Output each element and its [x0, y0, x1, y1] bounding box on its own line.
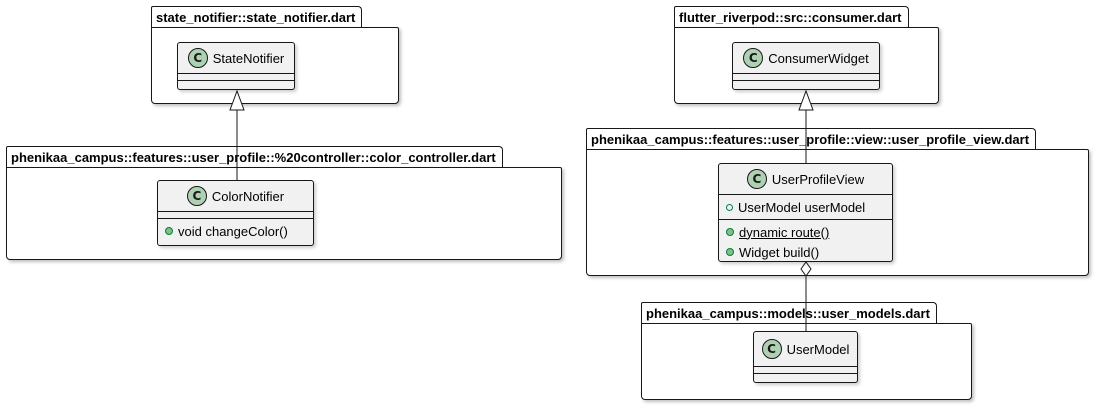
- package-label: state_notifier::state_notifier.dart: [151, 6, 363, 28]
- method-build: Widget build(): [719, 242, 892, 262]
- public-method-icon: [726, 248, 734, 256]
- class-name: StateNotifier: [212, 50, 285, 66]
- class-icon: C: [746, 169, 767, 189]
- package-label: phenikaa_campus::features::user_profile:…: [586, 128, 1037, 150]
- class-state-notifier[interactable]: C StateNotifier: [177, 42, 295, 90]
- class-name: UserModel: [786, 341, 850, 357]
- class-color-notifier[interactable]: C ColorNotifier void changeColor(): [157, 180, 314, 246]
- package-label: flutter_riverpod::src::consumer.dart: [674, 6, 909, 28]
- method-change-color: void changeColor(): [158, 221, 313, 241]
- class-name: ColorNotifier: [211, 188, 285, 204]
- class-user-profile-view[interactable]: C UserProfileView UserModel userModel dy…: [718, 163, 893, 262]
- class-icon: C: [186, 186, 207, 206]
- class-consumer-widget[interactable]: C ConsumerWidget: [732, 42, 880, 90]
- public-method-icon: [726, 228, 734, 236]
- public-method-icon: [165, 227, 173, 235]
- method-route: dynamic route(): [719, 222, 892, 242]
- class-name: ConsumerWidget: [768, 50, 869, 66]
- field-user-model: UserModel userModel: [719, 197, 892, 217]
- class-icon: C: [761, 339, 782, 359]
- package-label: phenikaa_campus::models::user_models.dar…: [641, 302, 937, 324]
- public-field-icon: [726, 203, 733, 211]
- class-icon: C: [743, 48, 764, 68]
- class-icon: C: [187, 48, 208, 68]
- package-label: phenikaa_campus::features::user_profile:…: [6, 146, 503, 168]
- class-name: UserProfileView: [771, 171, 865, 187]
- class-user-model[interactable]: C UserModel: [753, 331, 858, 383]
